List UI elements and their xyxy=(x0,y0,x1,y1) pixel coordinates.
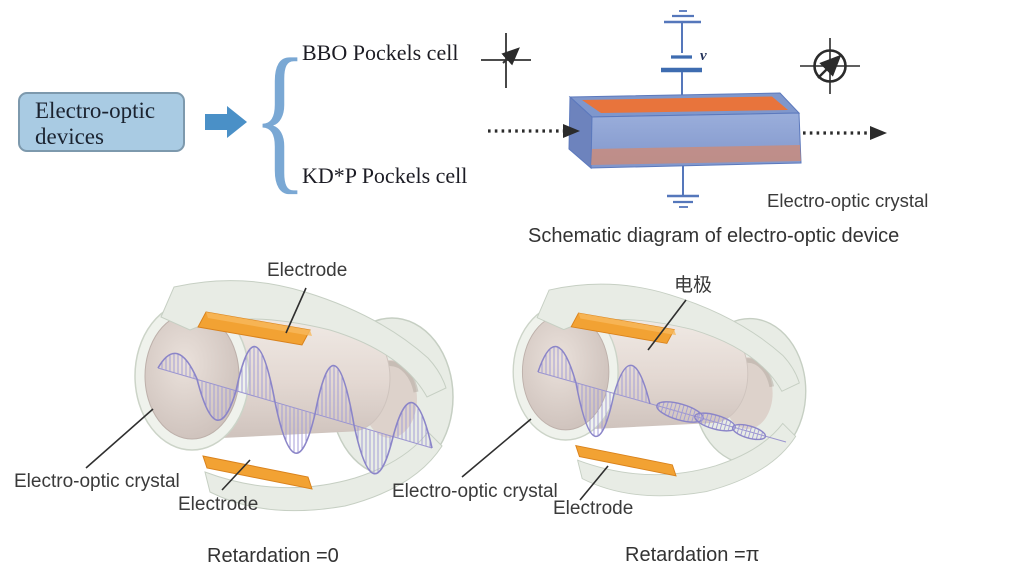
wave-retardation-pi xyxy=(537,346,787,443)
leader-right-electrode-bottom xyxy=(579,465,609,501)
rotated-polarization-icon xyxy=(800,38,860,94)
linear-polarization-icon xyxy=(481,33,531,88)
leader-right-electrode-top xyxy=(647,299,687,351)
branch-bbo-label: BBO Pockels cell xyxy=(302,40,459,65)
left-pockels-cell xyxy=(135,281,453,511)
electro-optic-crystal-box xyxy=(568,92,802,170)
wave-retardation-0 xyxy=(157,345,433,475)
left-electrode-bottom-label: Electrode xyxy=(178,494,259,515)
branch-kdp-label: KD*P Pockels cell xyxy=(302,163,468,188)
top-electrode-face xyxy=(582,96,788,113)
brace-glyph: { xyxy=(251,26,308,209)
right-crystal-label: Electro-optic crystal xyxy=(392,481,558,502)
voltage-label: v xyxy=(700,48,707,64)
beam-in-dotted-arrow xyxy=(488,124,580,138)
leader-left-electrode-bottom xyxy=(221,459,251,491)
leader-lines xyxy=(85,287,687,501)
bottom-electrode-strip xyxy=(591,145,801,165)
left-crystal-label: Electro-optic crystal xyxy=(14,471,180,492)
beam-out-dotted-arrow xyxy=(803,126,887,140)
battery-icon xyxy=(661,55,702,73)
ground-top-icon xyxy=(664,10,701,24)
flow-root-box: Electro-optic devices xyxy=(18,92,185,152)
left-cell-caption: Retardation =0 xyxy=(207,545,339,567)
right-cell-caption: Retardation =π xyxy=(625,544,760,566)
flow-root-label: Electro-optic devices xyxy=(35,98,156,149)
leader-right-crystal xyxy=(461,418,532,478)
leader-left-crystal xyxy=(85,408,154,469)
schematic-crystal-label: Electro-optic crystal xyxy=(767,190,929,211)
schematic-caption: Schematic diagram of electro-optic devic… xyxy=(528,225,900,247)
leader-left-electrode-top xyxy=(285,287,307,334)
ground-bottom-icon xyxy=(667,194,699,208)
right-electrode-bottom-label: Electrode xyxy=(553,498,634,519)
right-electrode-top-label: 电极 xyxy=(674,275,713,296)
left-electrode-top-label: Electrode xyxy=(267,260,348,281)
right-pockels-cell xyxy=(513,284,806,496)
flow-arrow-icon xyxy=(205,106,247,138)
